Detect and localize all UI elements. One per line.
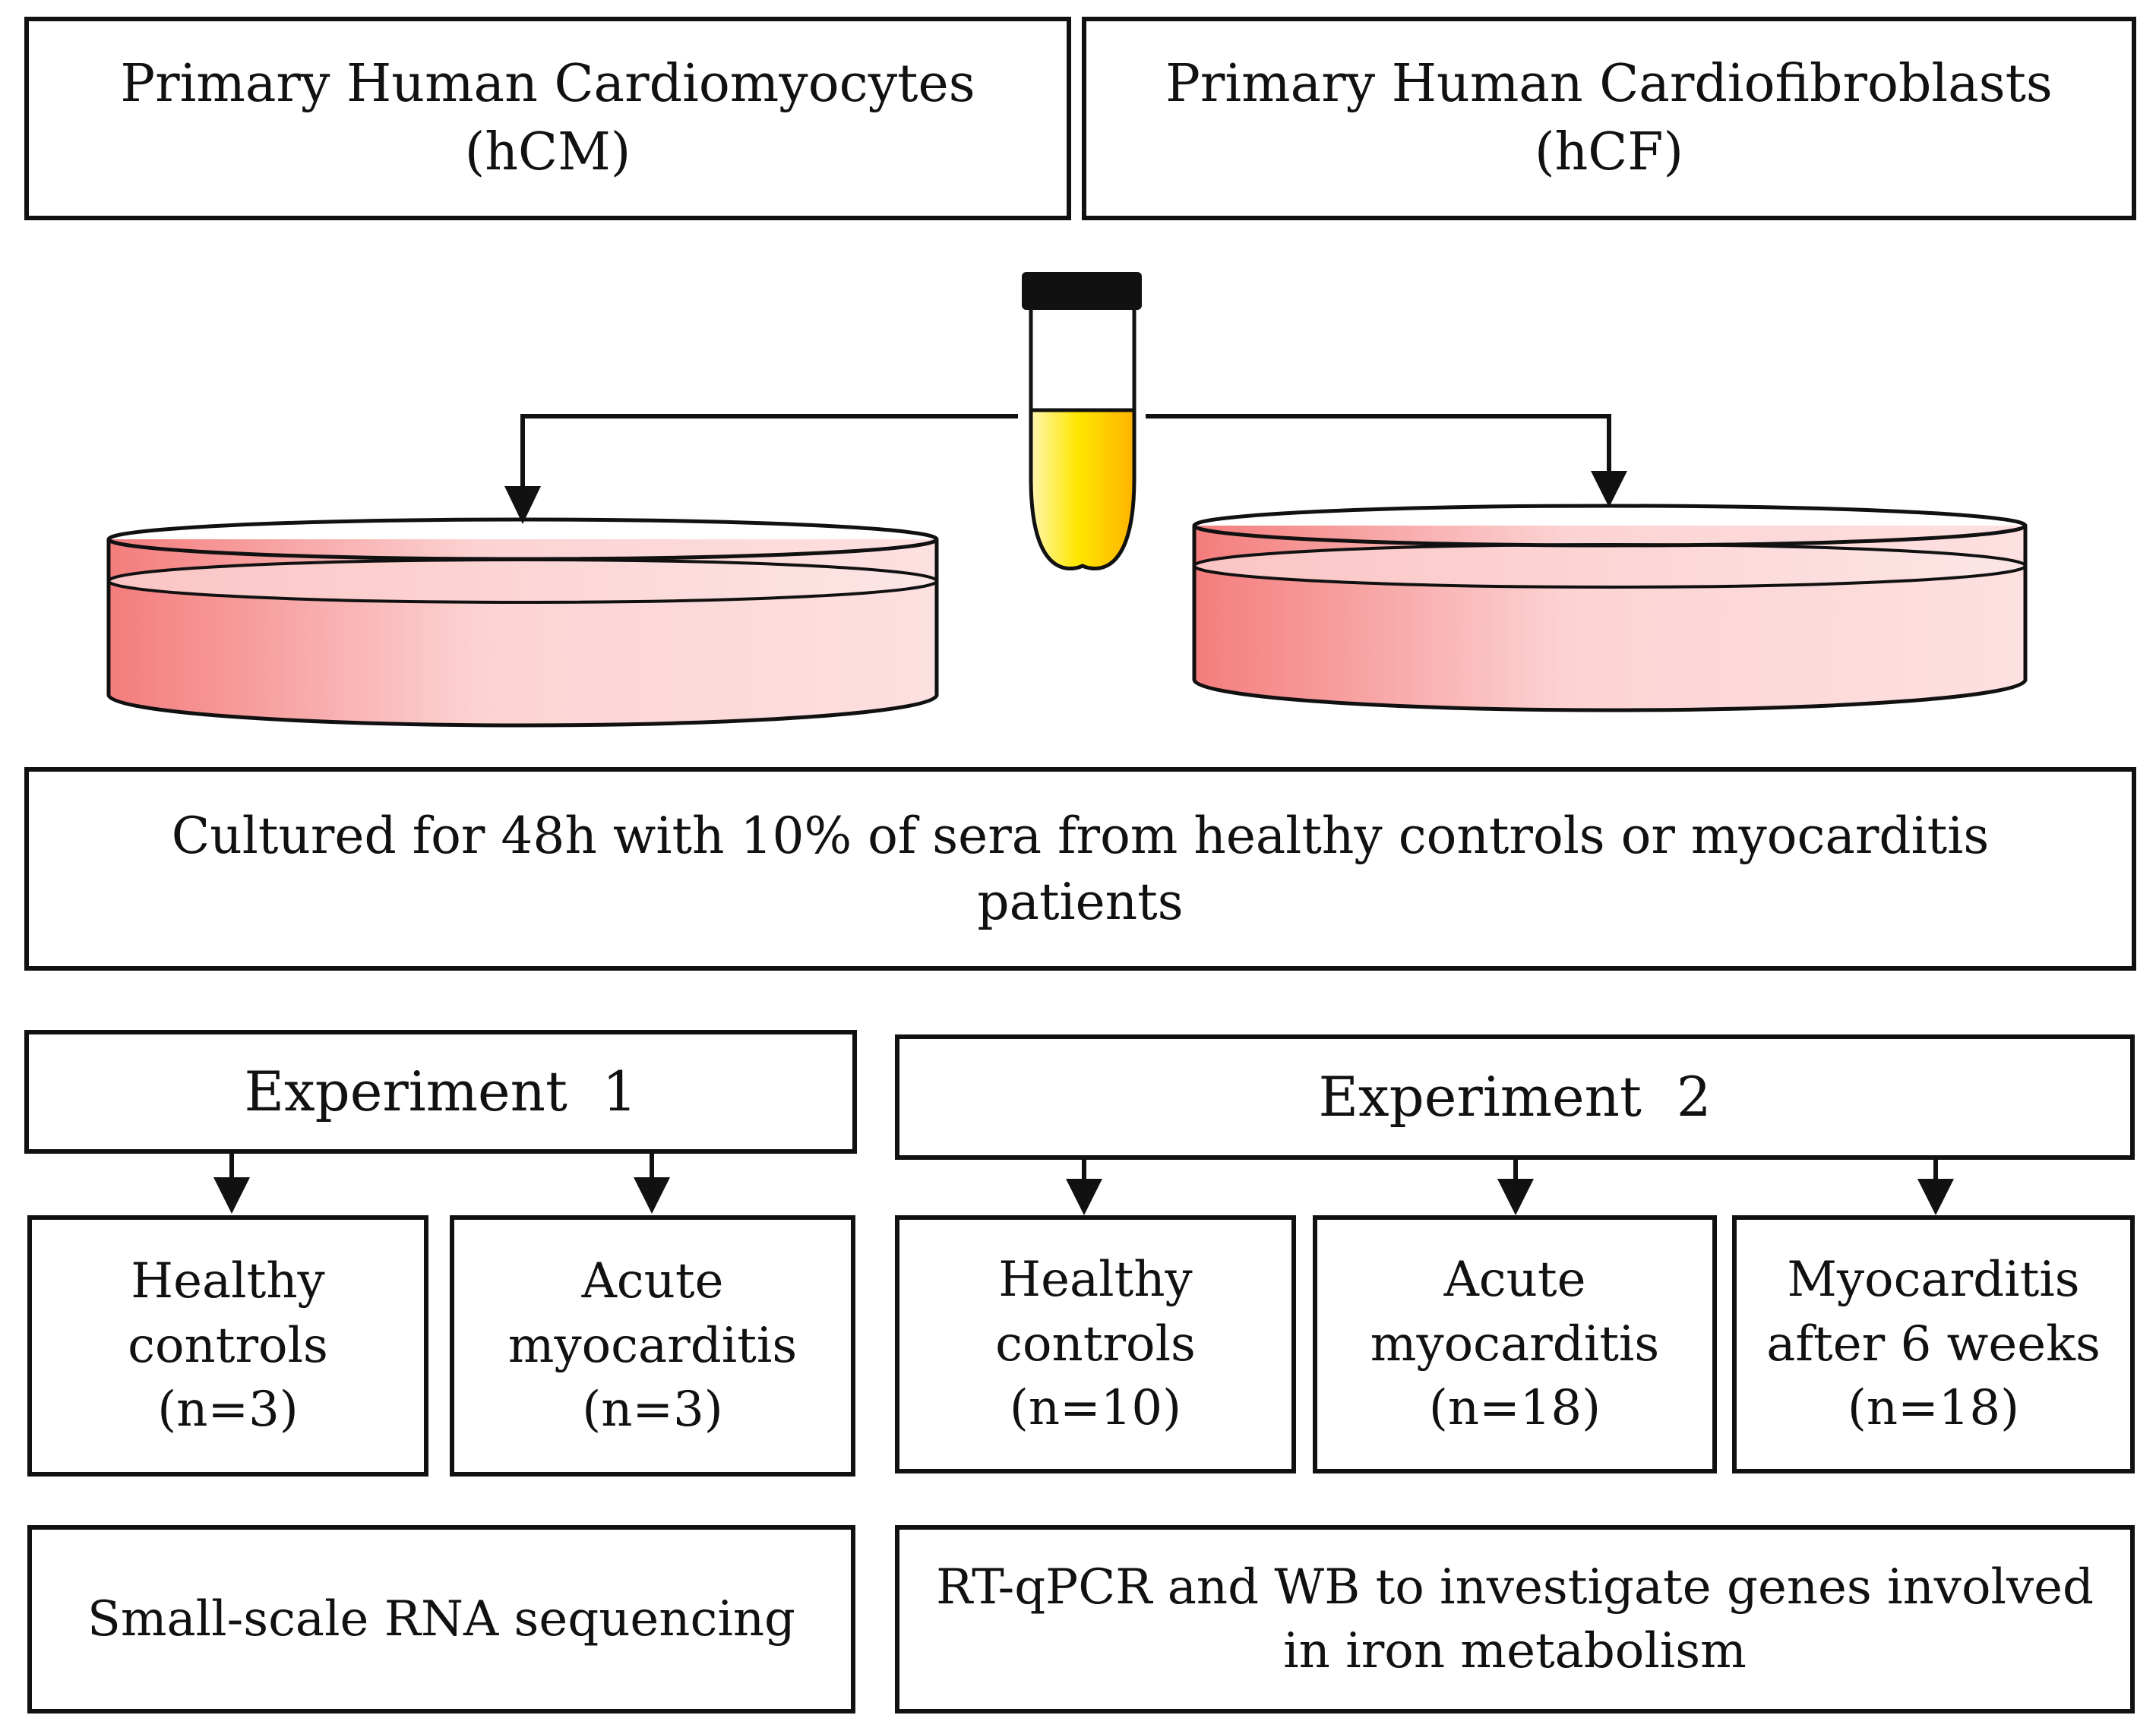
arrow-exp2-6weeks bbox=[1917, 1158, 1954, 1215]
cell-type-hcf-abbr: (hCF) bbox=[1534, 122, 1684, 182]
exp2-group-acute-n: (n=18) bbox=[1428, 1380, 1601, 1437]
exp2-group-acute-line2: myocarditis bbox=[1370, 1316, 1660, 1372]
exp1-method-box: Small-scale RNA sequencing bbox=[27, 1525, 855, 1713]
tube-cap-icon bbox=[1022, 272, 1142, 310]
experiment2-title: Experiment 2 bbox=[1318, 1064, 1712, 1129]
arrow-exp1-acute bbox=[634, 1151, 670, 1214]
exp1-group-healthy-n: (n=3) bbox=[157, 1382, 299, 1439]
experiment2-title-box: Experiment 2 bbox=[895, 1034, 2135, 1160]
arrow-exp2-acute bbox=[1497, 1158, 1534, 1215]
exp2-group-healthy-line2: controls bbox=[995, 1316, 1196, 1372]
exp1-group-acute-box: Acute myocarditis (n=3) bbox=[450, 1215, 855, 1477]
exp1-group-healthy-line2: controls bbox=[128, 1317, 328, 1374]
exp2-method-line1: RT-qPCR and WB to investigate genes invo… bbox=[936, 1559, 2094, 1616]
exp2-group-healthy-line1: Healthy bbox=[998, 1252, 1193, 1309]
exp2-group-acute-box: Acute myocarditis (n=18) bbox=[1313, 1215, 1717, 1473]
experiment1-title: Experiment 1 bbox=[244, 1059, 637, 1123]
arrow-tube-to-hcf bbox=[1146, 414, 1627, 507]
cell-type-hcf-box: Primary Human Cardiofibroblasts (hCF) bbox=[1082, 17, 2136, 220]
exp2-method-line2: in iron metabolism bbox=[1283, 1623, 1747, 1679]
arrow-tube-to-hcm bbox=[504, 414, 1018, 524]
exp1-group-acute-line2: myocarditis bbox=[507, 1317, 798, 1374]
cell-type-hcf-name: Primary Human Cardiofibroblasts bbox=[1165, 54, 2053, 115]
petri-dish-hcf-icon bbox=[1192, 504, 2028, 712]
exp1-method: Small-scale RNA sequencing bbox=[87, 1590, 796, 1647]
arrow-exp2-healthy bbox=[1066, 1158, 1102, 1215]
arrow-exp1-healthy bbox=[213, 1151, 250, 1214]
cell-type-hcm-abbr: (hCM) bbox=[464, 122, 631, 182]
experiment1-title-box: Experiment 1 bbox=[24, 1030, 857, 1154]
cell-type-hcm-name: Primary Human Cardiomyocytes bbox=[120, 54, 975, 115]
exp2-group-6weeks-n: (n=18) bbox=[1847, 1380, 2020, 1437]
culture-line2: patients bbox=[977, 873, 1184, 931]
petri-dish-hcm-icon bbox=[106, 517, 939, 728]
exp1-group-acute-line1: Acute bbox=[581, 1253, 724, 1310]
exp2-group-healthy-box: Healthy controls (n=10) bbox=[895, 1215, 1296, 1473]
exp1-group-healthy-line1: Healthy bbox=[131, 1253, 325, 1310]
exp2-group-6weeks-box: Myocarditis after 6 weeks (n=18) bbox=[1732, 1215, 2135, 1473]
cell-type-hcm-box: Primary Human Cardiomyocytes (hCM) bbox=[24, 17, 1071, 220]
exp2-group-acute-line1: Acute bbox=[1443, 1252, 1586, 1309]
culture-condition-box: Cultured for 48h with 10% of sera from h… bbox=[24, 767, 2136, 971]
serum-tube-icon bbox=[1022, 272, 1142, 571]
exp2-group-6weeks-line1: Myocarditis bbox=[1787, 1252, 2080, 1309]
exp1-group-acute-n: (n=3) bbox=[582, 1382, 723, 1439]
exp2-method-box: RT-qPCR and WB to investigate genes invo… bbox=[895, 1525, 2135, 1713]
culture-line1: Cultured for 48h with 10% of sera from h… bbox=[171, 806, 1990, 865]
exp2-group-6weeks-line2: after 6 weeks bbox=[1766, 1316, 2101, 1372]
exp2-group-healthy-n: (n=10) bbox=[1009, 1380, 1182, 1437]
exp1-group-healthy-box: Healthy controls (n=3) bbox=[27, 1215, 428, 1477]
